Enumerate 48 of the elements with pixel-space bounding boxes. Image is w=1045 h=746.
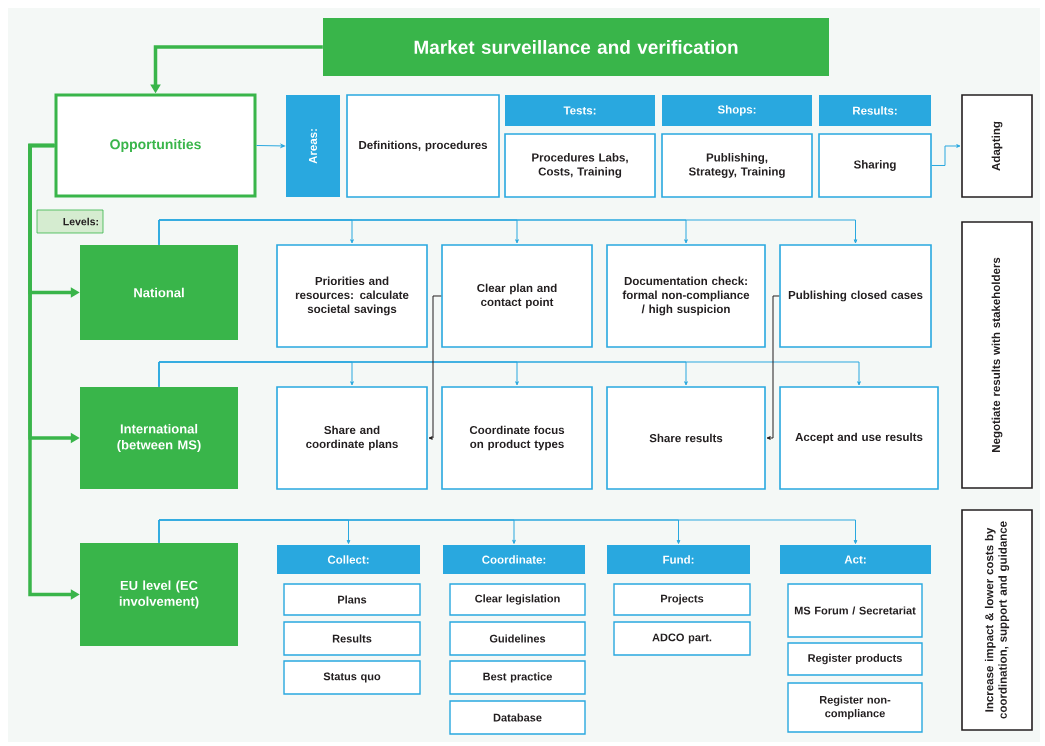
category-header: Collect: [277, 545, 420, 574]
item-box: Guidelines [449, 621, 586, 656]
item-box: ADCO part. [613, 621, 751, 656]
process-box: Opportunities [54, 93, 257, 198]
category-header: Areas: [286, 95, 340, 197]
process-box: Clear plan and contact point [441, 244, 593, 348]
arrow [158, 519, 858, 544]
process-box: Definitions, procedures [346, 94, 500, 198]
arrow [158, 219, 858, 246]
arrow [931, 144, 961, 166]
process-box: Accept and use results [779, 386, 939, 490]
item-box: Register products [787, 642, 923, 676]
category-header: Tests: [505, 95, 655, 126]
category-header: Fund: [607, 545, 750, 574]
item-box: Register non-compliance [787, 682, 923, 733]
category-header: Coordinate: [443, 545, 585, 574]
arrow [766, 295, 780, 440]
process-box: Procedures Labs, Costs, Training [504, 133, 656, 198]
item-box: Plans [283, 583, 421, 616]
process-box: Publishing closed cases [779, 244, 932, 348]
side-label-box: Adapting [961, 94, 1033, 198]
category-header: Act: [780, 545, 931, 574]
item-box: Best practice [449, 660, 586, 695]
process-box: Share and coordinate plans [276, 386, 428, 490]
item-box: Clear legislation [449, 583, 586, 616]
side-label-box: Increase impact & lower costs by coordination, support and guidance [961, 509, 1033, 731]
process-box: Documentation check: formal non-compliance / high suspicion [606, 244, 766, 348]
arrow [158, 361, 861, 388]
level-box: National [80, 245, 238, 340]
side-label-box: Negotiate results with stakeholders [961, 221, 1033, 489]
item-box: Projects [613, 583, 751, 616]
item-box: Status quo [283, 660, 421, 695]
category-header: Results: [819, 95, 931, 126]
item-box: MS Forum / Secretariat [787, 583, 923, 638]
level-box: EU level (EC involvement) [80, 543, 238, 646]
process-box: Coordinate focus on product types [441, 386, 593, 490]
title-banner: Market surveillance and verification [323, 18, 829, 76]
arrow [256, 144, 285, 148]
process-box: Priorities and resources: calculate societal savings [276, 244, 428, 348]
item-box: Database [449, 700, 586, 735]
level-box: International (between MS) [80, 387, 238, 489]
process-box: Share results [606, 386, 766, 490]
process-box: Sharing [818, 133, 932, 198]
item-box: Results [283, 621, 421, 656]
process-box: Publishing, Strategy, Training [661, 133, 813, 198]
category-header: Shops: [662, 95, 812, 126]
levels-tag: Levels: [36, 209, 104, 234]
arrow [428, 295, 442, 440]
